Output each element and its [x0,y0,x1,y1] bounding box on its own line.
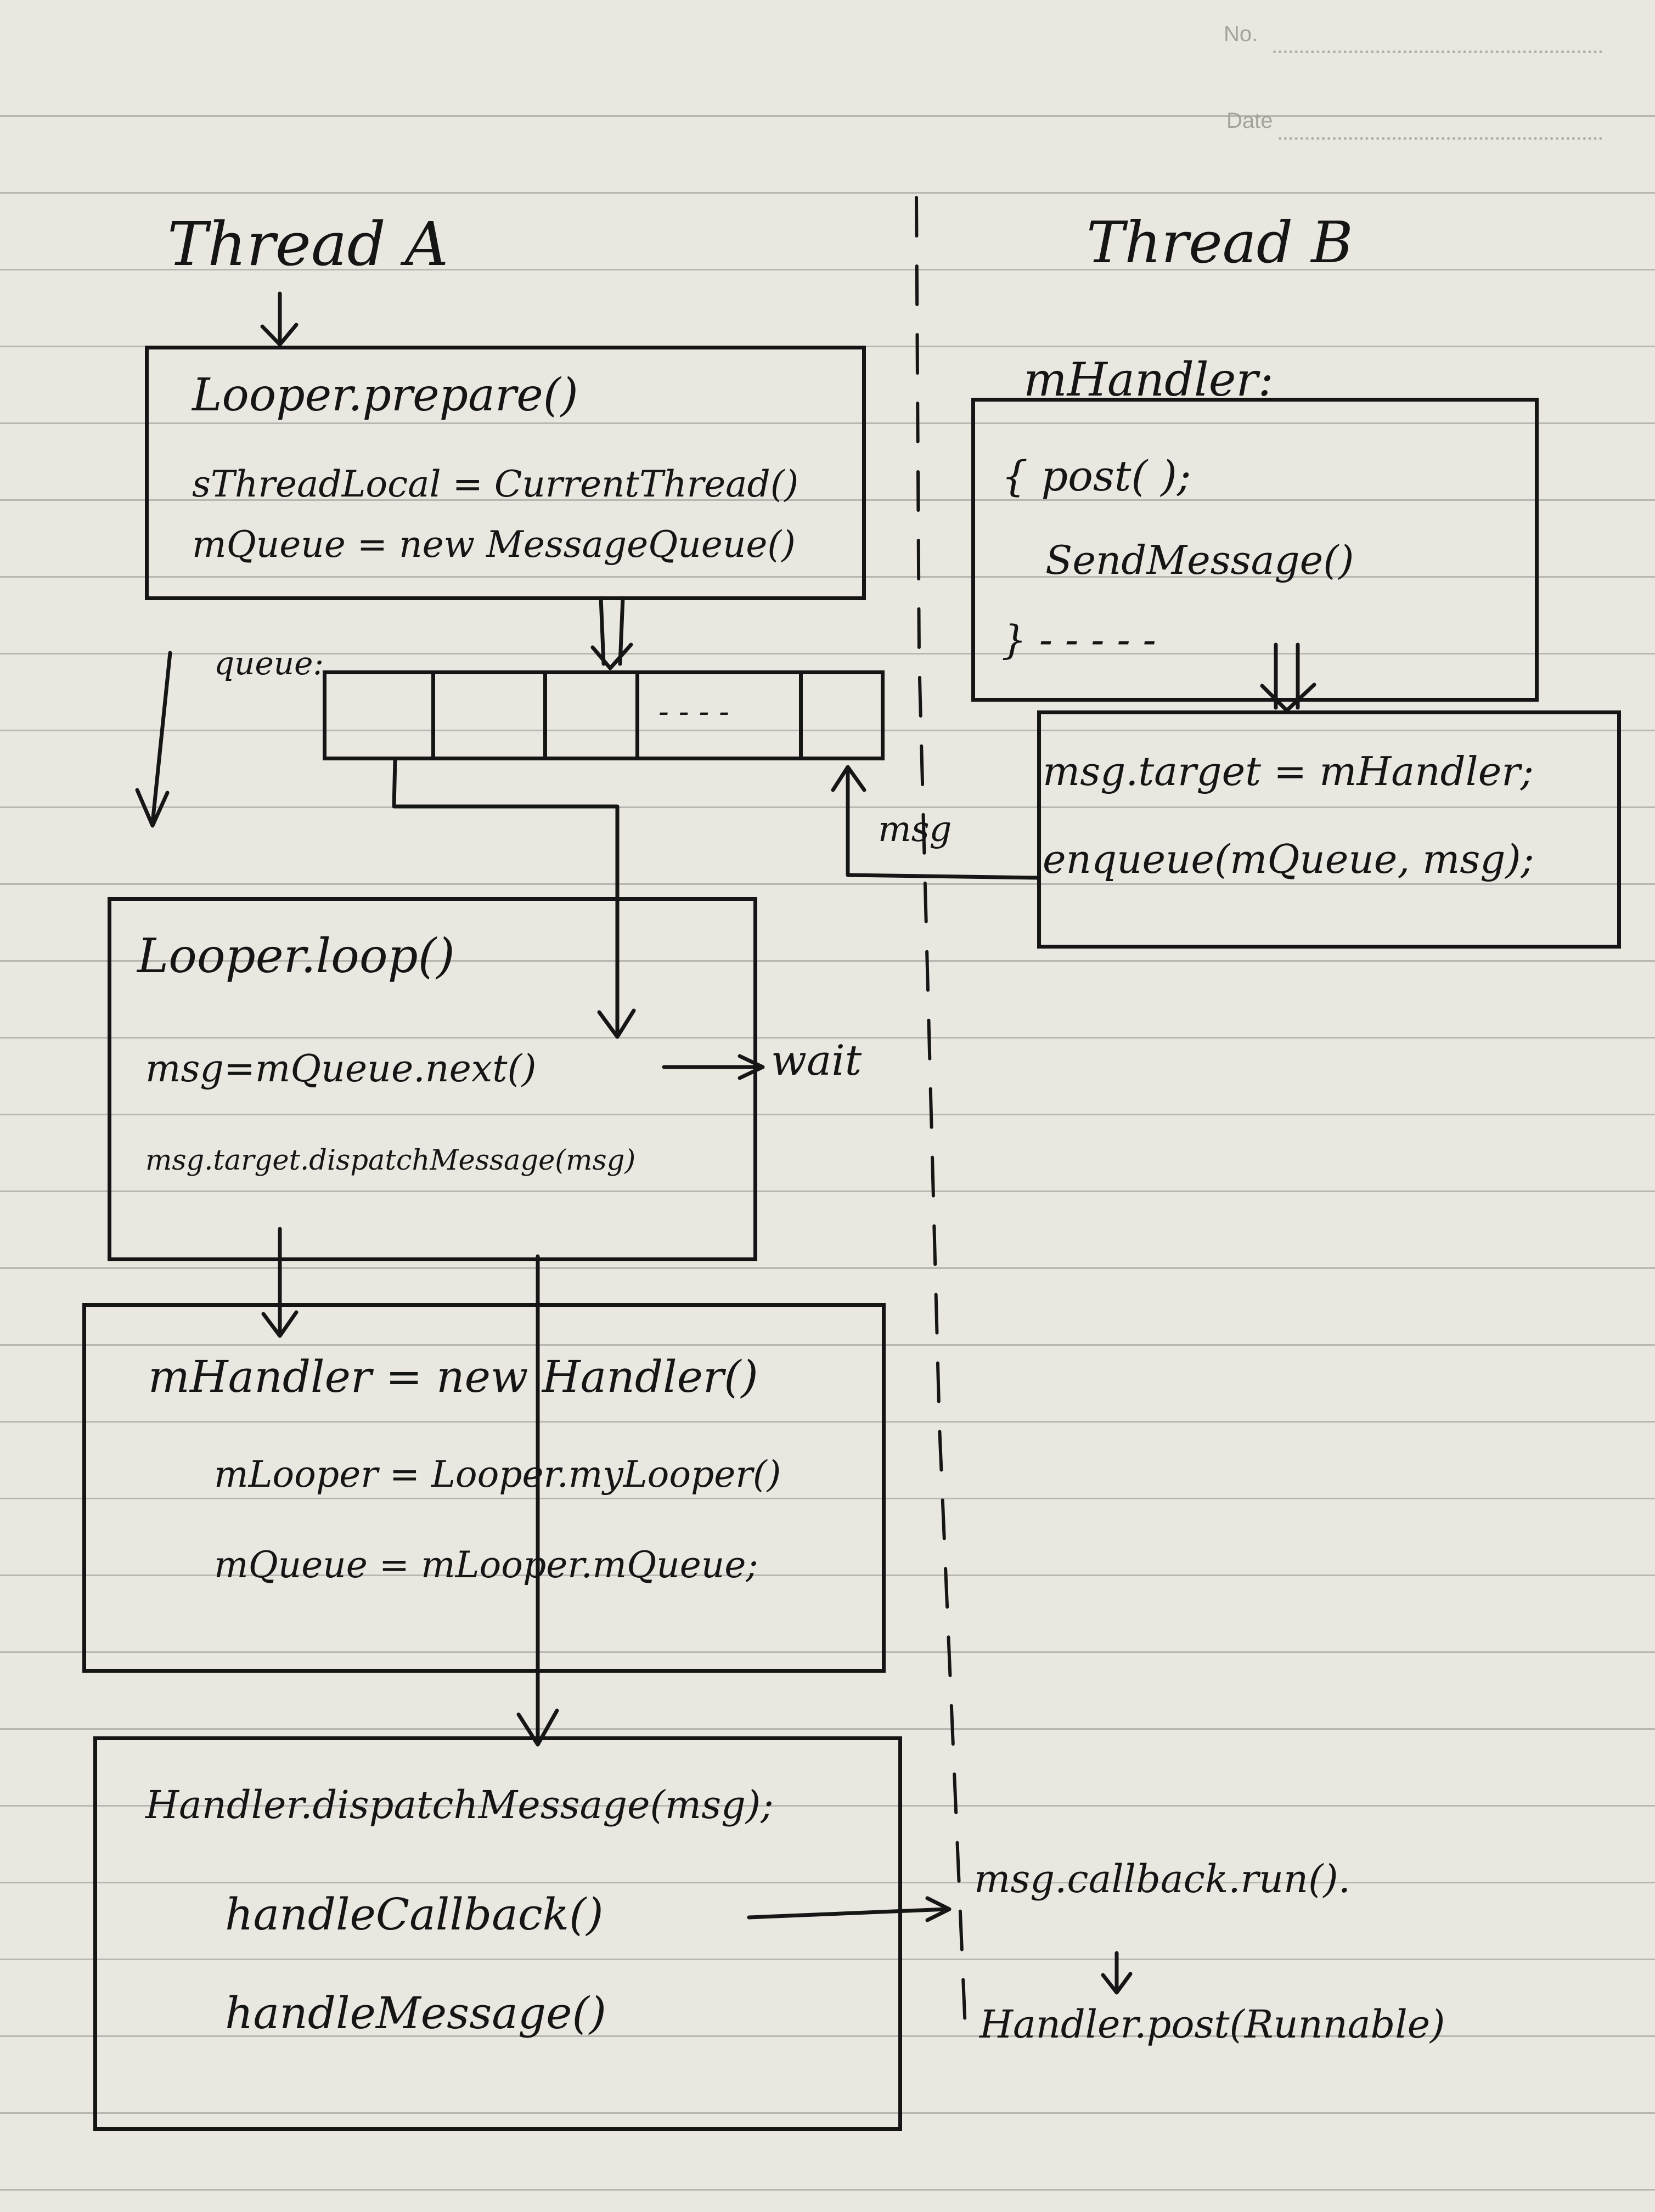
thread-b-handler-label: mHandler: [1023,353,1274,407]
ruled-line [0,2189,1655,2191]
thread-b-handler-box [971,398,1539,702]
thread-divider-line [915,196,967,2042]
ruled-line [0,1421,1655,1423]
queue-cell-divider [431,672,435,757]
dispatch-message-box [93,1736,902,2131]
enqueue-line-2: enqueue(mQueue, msg); [1043,836,1534,882]
arrow-run-to-post [1101,1951,1133,1995]
msg-label: msg [878,809,952,850]
ruled-line [0,1114,1655,1115]
ruled-line [0,1190,1655,1192]
prepare-line-2: mQueue = new MessageQueue() [192,523,796,566]
dispatch-line-2: handleMessage() [225,1988,606,2039]
date-label: Date [1226,109,1273,133]
dispatch-line-1: handleCallback() [225,1889,604,1940]
message-queue [323,670,885,760]
ruled-line [0,806,1655,808]
ruled-line [0,1037,1655,1039]
handler-init-title: mHandler = new Handler() [148,1351,758,1402]
arrow-enqueue-to-queue [831,765,1039,880]
arrow-title-to-prepare [260,291,299,347]
ruled-line [0,883,1655,885]
ruled-line [0,576,1655,578]
arrow-prepare-to-queue [590,596,633,670]
ruled-line [0,2035,1655,2037]
arrow-loop-to-handler-init [261,1227,299,1338]
thread-b-handler-line-1: { post( ); [1001,452,1191,500]
thread-b-title: Thread B [1087,209,1353,276]
thread-b-handler-line-3: } - - - - - [1001,617,1156,663]
ruled-line [0,730,1655,731]
queue-cell-divider [799,672,803,757]
looper-prepare-box [145,346,866,600]
handler-init-box [82,1303,886,1673]
thread-b-handler-line-2: SendMessage() [1045,537,1354,583]
callback-run-text: msg.callback.run(). [974,1857,1350,1901]
ruled-line [0,1882,1655,1883]
loop-line-1: msg=mQueue.next() [145,1047,537,1091]
queue-ellipsis: - - - - [658,694,730,730]
ruled-line [0,499,1655,501]
prepare-title: Looper.prepare() [192,369,578,421]
ruled-line [0,653,1655,654]
ruled-line [0,1651,1655,1653]
loop-line-2: msg.target.dispatchMessage(msg) [145,1144,636,1177]
handler-post-text: Handler.post(Runnable) [980,2002,1445,2047]
wait-label: wait [771,1036,862,1085]
enqueue-box [1037,710,1621,949]
ruled-line [0,422,1655,424]
arrow-handler-to-enqueue [1260,642,1316,713]
handler-init-line-1: mLooper = Looper.myLooper() [214,1453,781,1496]
looper-loop-box [108,897,757,1261]
ruled-line [0,269,1655,270]
ruled-line [0,1267,1655,1269]
arrow-next-to-wait [662,1054,765,1080]
ruled-line [0,1728,1655,1730]
queue-cell-divider [635,672,639,757]
date-dotted-line [1279,137,1602,140]
loop-title: Looper.loop() [137,929,455,984]
enqueue-line-1: msg.target = mHandler; [1043,748,1534,794]
thread-a-title: Thread A [167,209,449,279]
ruled-line [0,1498,1655,1499]
ruled-line [0,1959,1655,1960]
no-label: No. [1224,22,1258,46]
prepare-line-1: sThreadLocal = CurrentThread() [192,463,799,505]
ruled-line [0,1575,1655,1576]
ruled-line [0,960,1655,962]
arrow-prepare-to-loop [135,651,172,828]
ruled-line [0,115,1655,117]
ruled-line [0,2112,1655,2114]
ruled-line [0,192,1655,194]
handler-init-line-2: mQueue = mLooper.mQueue; [214,1544,758,1586]
queue-label: queue: [214,645,324,682]
ruled-line [0,1344,1655,1346]
arrow-dispatch-to-handler [516,1254,559,1747]
dispatch-title: Handler.dispatchMessage(msg); [145,1782,774,1827]
arrow-callback-to-run [747,1896,952,1922]
ruled-line [0,1805,1655,1807]
arrow-queue-to-next [392,758,636,1039]
no-dotted-line [1273,50,1602,53]
queue-cell-divider [543,672,547,757]
